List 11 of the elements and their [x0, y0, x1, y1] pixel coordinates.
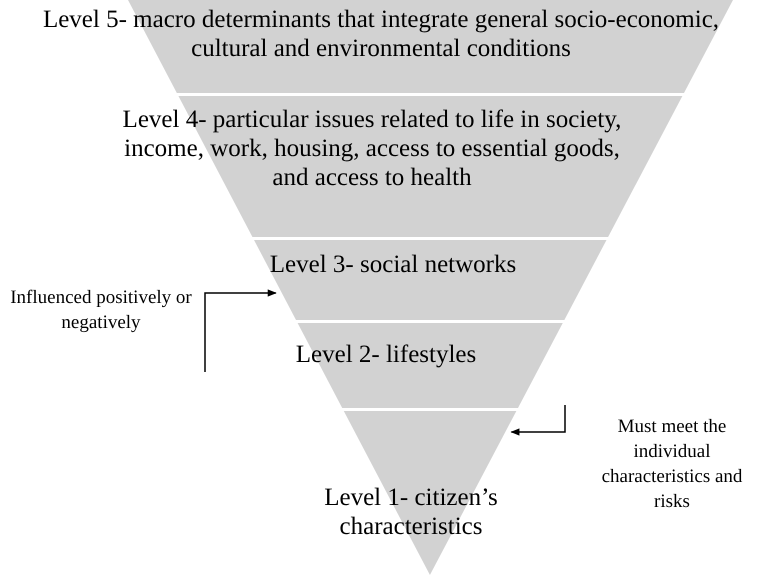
level-label: Level 5- macro determinants that integrate general socio-economic, cultural and environmental conditions	[42, 5, 720, 63]
note-text: Must meet the individual characteristics and risks	[600, 415, 744, 514]
level-band	[254, 240, 607, 320]
level-label: Level 3- social networks	[268, 250, 518, 279]
arrow	[510, 405, 566, 436]
level-label: Level 1- citizen’s characteristics	[323, 483, 499, 541]
level-label: Level 2- lifestyles	[294, 340, 478, 369]
arrow	[204, 289, 277, 372]
note-text: Influenced positively or negatively	[9, 286, 193, 335]
level-label: Level 4- particular issues related to life in society, income, work, housing, access to essential goods, and access to health	[122, 105, 622, 192]
level-band	[120, 96, 685, 237]
